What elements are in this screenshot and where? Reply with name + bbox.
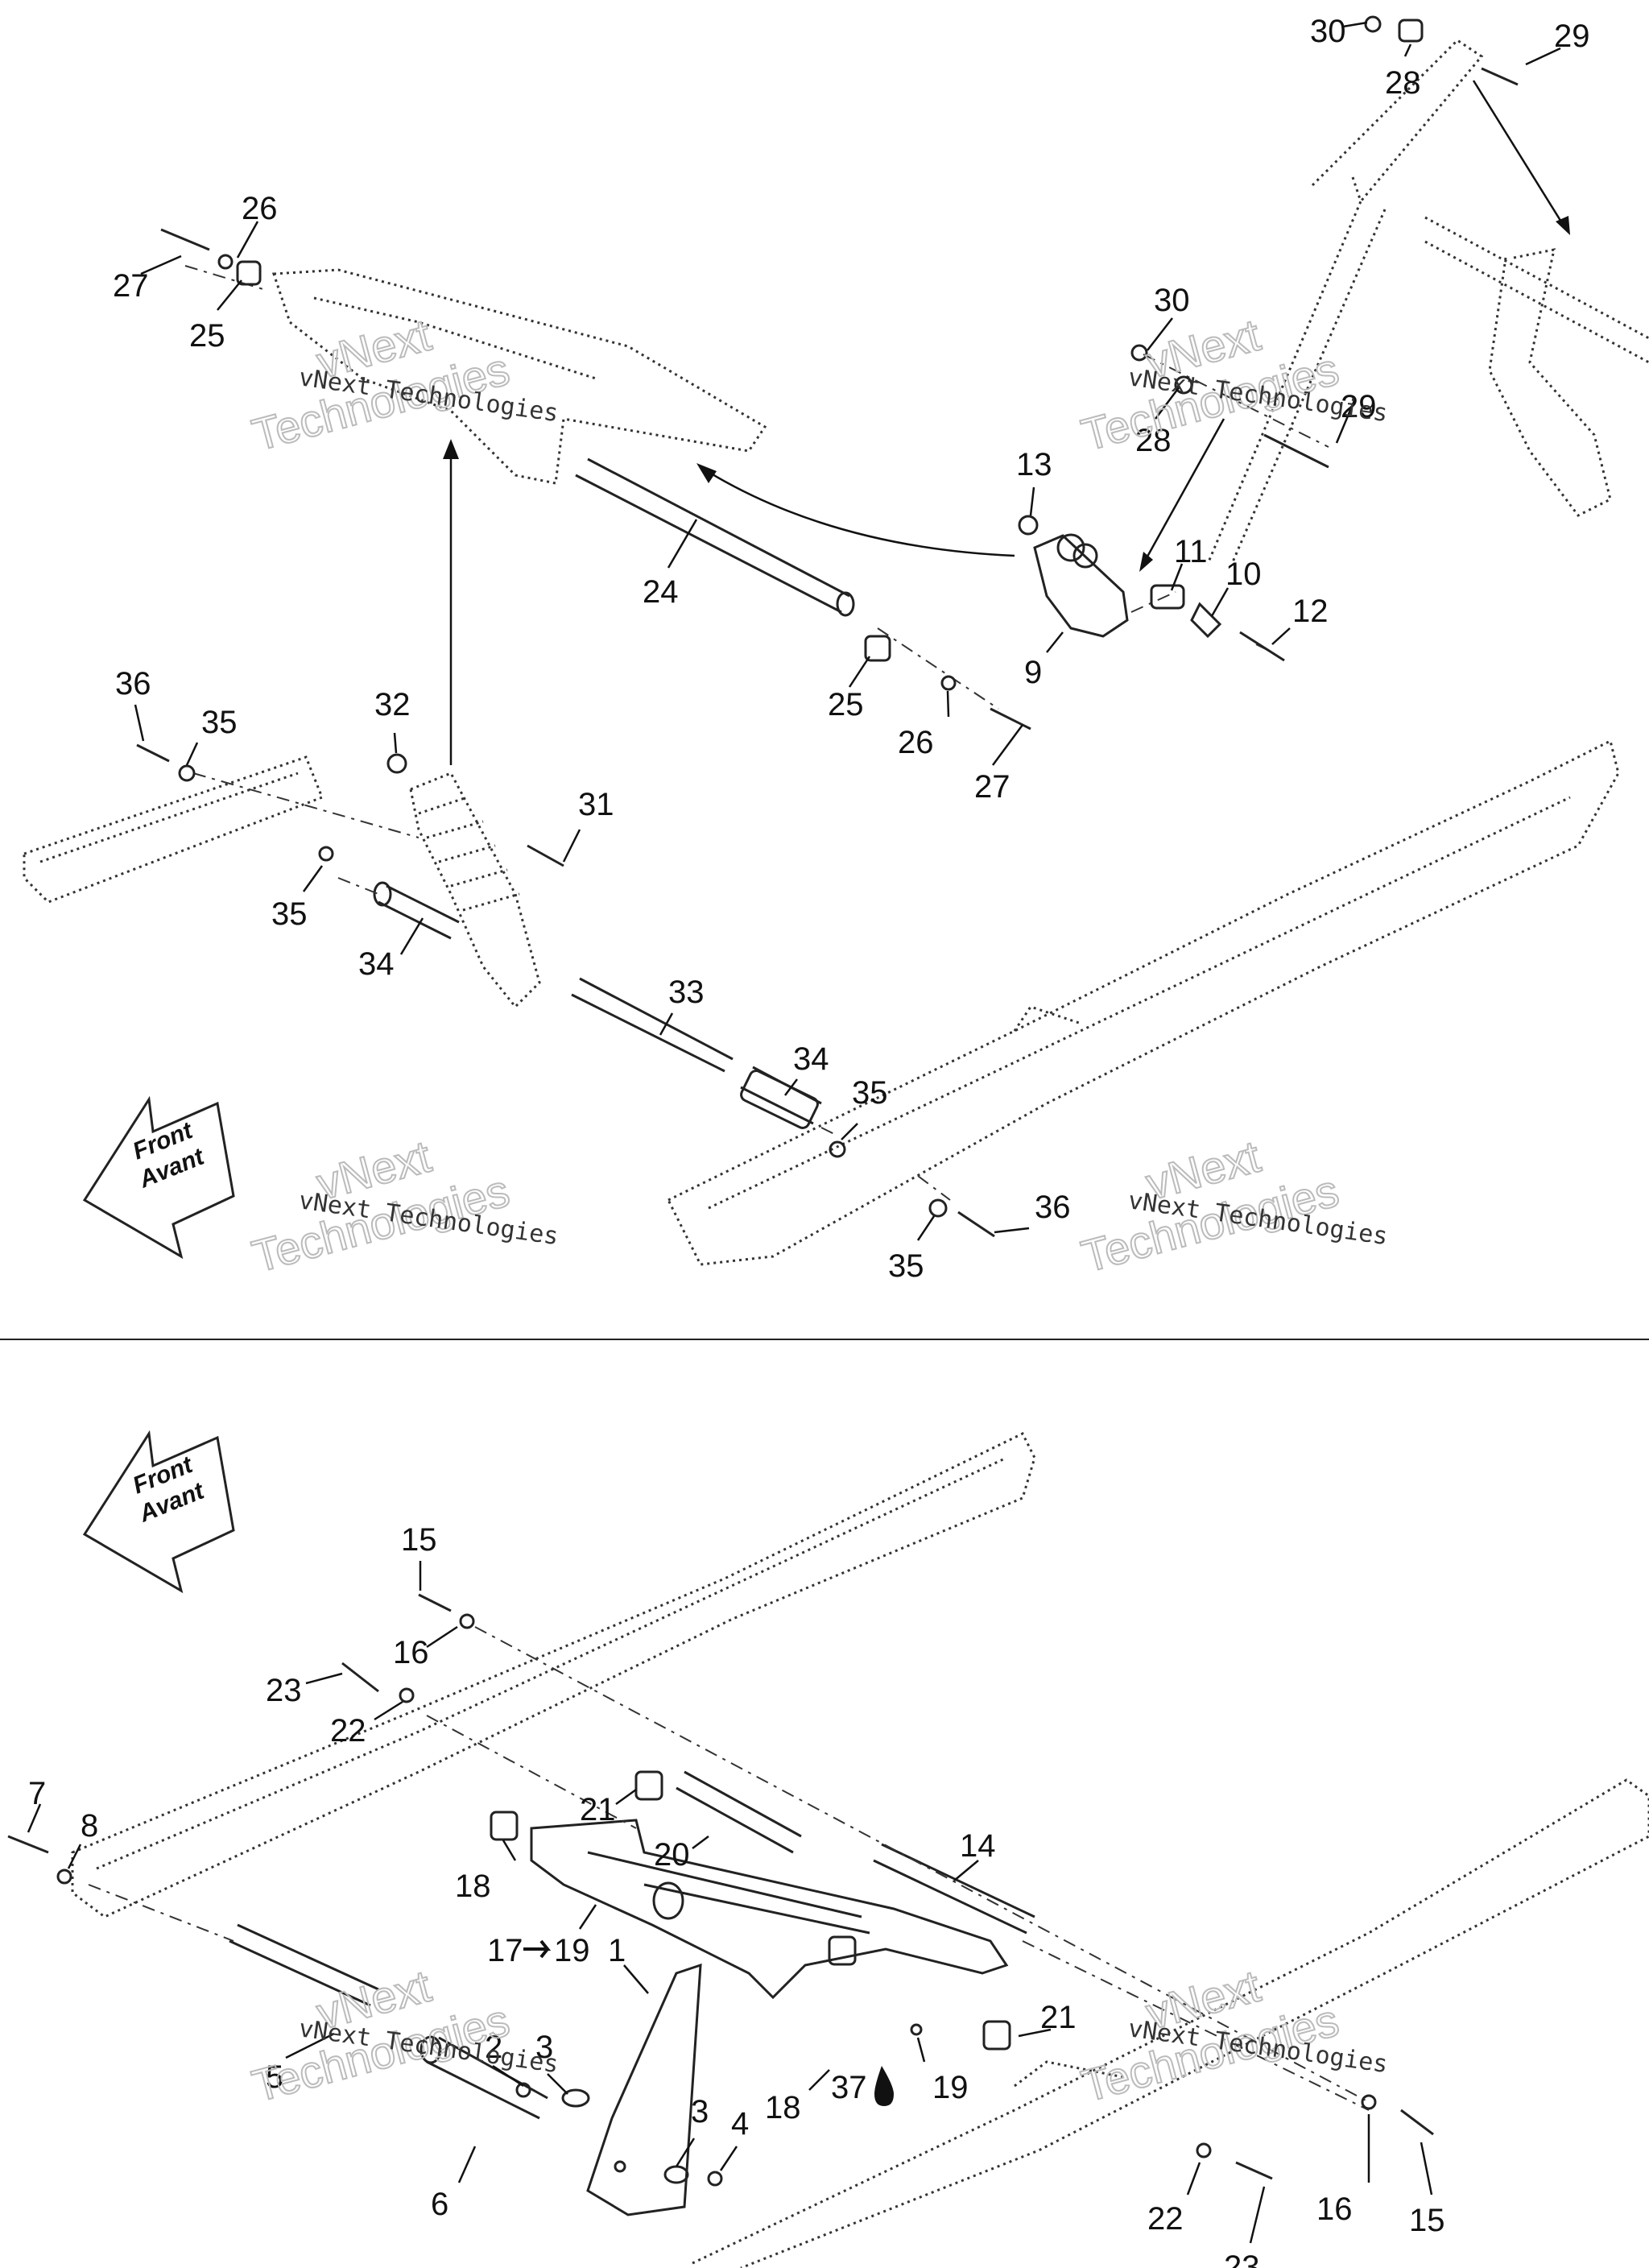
callout-11: 11	[1174, 534, 1208, 569]
callout-25-a: 25	[189, 318, 225, 354]
callout-30-b: 30	[1154, 283, 1190, 318]
callout-18-a: 18	[455, 1869, 491, 1904]
arrow-17-19-icon	[523, 1939, 552, 1959]
upper-right-assembly	[1424, 216, 1649, 517]
callout-28-b: 28	[1135, 423, 1172, 458]
callout-34-b: 34	[793, 1041, 829, 1077]
callout-26-b: 26	[898, 725, 934, 760]
callout-3-b: 3	[691, 2094, 709, 2129]
leaders-bottom	[27, 1561, 1433, 2244]
right-rail-top	[666, 739, 1620, 1266]
callout-16-b: 16	[1316, 2191, 1353, 2227]
callout-27-a: 27	[113, 268, 149, 304]
callout-12: 12	[1292, 594, 1329, 629]
shock-absorber	[409, 772, 541, 1009]
callout-19-b: 19	[932, 2070, 969, 2105]
callout-10: 10	[1225, 557, 1262, 592]
callout-22-a: 22	[330, 1713, 366, 1749]
assembly-arrows	[443, 80, 1570, 765]
callout-19-a: 19	[554, 1933, 590, 1968]
callout-21-b: 21	[1040, 2000, 1077, 2035]
callout-23-a: 23	[266, 1673, 302, 1708]
callouts-top: 30 29 28 26 27 25 30 28 29 13 11 10 9 12…	[113, 14, 1590, 1284]
oil-drop-icon	[874, 2066, 894, 2106]
lower-rail-bottom	[692, 1778, 1649, 2268]
shaft-14	[873, 1843, 1035, 1935]
callout-15-b: 15	[1409, 2203, 1445, 2238]
link-plate-1	[586, 1963, 702, 2216]
callout-7: 7	[28, 1776, 46, 1811]
callout-25-b: 25	[828, 687, 864, 722]
callout-20: 20	[654, 1837, 690, 1873]
callout-30-a: 30	[1310, 14, 1346, 49]
leaders-top	[134, 21, 1561, 1241]
callout-35-a: 35	[201, 705, 238, 740]
centerlines-bottom	[88, 1626, 1370, 2111]
lower-arm-assembly	[530, 1819, 1009, 2000]
front-arrow-bottom: Front Avant	[82, 1430, 235, 1594]
callout-8: 8	[81, 1808, 98, 1844]
callout-28-a: 28	[1385, 65, 1421, 101]
callout-14: 14	[960, 1828, 996, 1864]
callout-35-c: 35	[852, 1075, 888, 1111]
callout-9: 9	[1024, 655, 1042, 690]
front-arrow-top: Front Avant	[82, 1095, 235, 1260]
callout-24: 24	[643, 574, 679, 610]
left-rail-top	[23, 755, 324, 904]
shaft-20	[676, 1770, 802, 1854]
callout-35-d: 35	[888, 1248, 924, 1284]
callout-29-b: 29	[1341, 389, 1377, 424]
callout-5: 5	[266, 2059, 283, 2095]
hardware-bottom	[7, 1593, 1434, 2187]
hardware-top	[136, 15, 1519, 1238]
shaft-5	[229, 1923, 379, 2007]
callout-2: 2	[485, 2030, 502, 2065]
callout-4: 4	[731, 2106, 749, 2142]
callout-36-a: 36	[115, 666, 151, 702]
callout-23-b: 23	[1224, 2249, 1260, 2268]
callout-17: 17	[487, 1933, 523, 1968]
callout-21-a: 21	[580, 1792, 616, 1827]
callout-26-a: 26	[242, 191, 278, 226]
upper-rail-bottom	[71, 1432, 1036, 1918]
callouts-bottom: 15 16 23 22 7 8 21 20 14 18 17 19 1 2 3 …	[28, 1522, 1445, 2268]
callout-27-b: 27	[974, 769, 1010, 805]
callout-15-a: 15	[401, 1522, 437, 1558]
callout-37: 37	[831, 2070, 867, 2105]
shock-rod-top	[1206, 39, 1484, 565]
callout-34-a: 34	[358, 946, 395, 982]
callout-31: 31	[578, 787, 614, 822]
callout-16-a: 16	[393, 1635, 429, 1670]
callout-6: 6	[431, 2187, 448, 2222]
callout-29-a: 29	[1554, 19, 1590, 54]
callout-33: 33	[668, 975, 705, 1010]
shaft-24	[575, 457, 855, 617]
callout-1: 1	[608, 1933, 626, 1968]
callout-35-b: 35	[271, 896, 308, 932]
spacer-34-left	[373, 881, 460, 940]
callout-32: 32	[374, 687, 411, 722]
bracket-9	[1033, 533, 1129, 638]
callout-18-b: 18	[765, 2090, 801, 2125]
callout-13: 13	[1016, 447, 1052, 482]
centerlines-top	[184, 265, 1329, 1201]
callout-22-b: 22	[1147, 2201, 1184, 2237]
callout-36-b: 36	[1035, 1190, 1071, 1225]
callout-3-a: 3	[535, 2030, 553, 2065]
